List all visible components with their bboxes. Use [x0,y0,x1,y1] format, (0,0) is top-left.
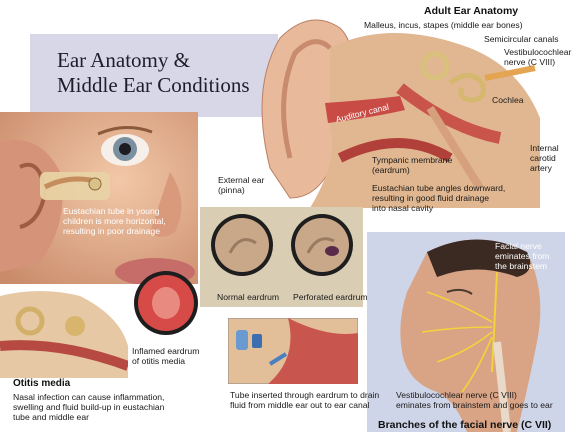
facial-line-1: Facial nerve [495,241,542,251]
ossicles-label: Malleus, incus, stapes (middle ear bones… [364,20,523,30]
eust-line-3: into nasal cavity [372,203,434,213]
ear-tube-label: Tube inserted through eardrum to drain f… [230,390,379,410]
tymp-line-1: Tympanic membrane [372,155,453,165]
otitis-body: Nasal infection can cause inflammation, … [13,392,164,422]
inflamed-eardrum-illustration [134,271,198,335]
title-line-2: Middle Ear Conditions [57,73,250,97]
child-label-1: Eustachian tube in young [63,206,160,216]
facial-line-2: eminates from [495,251,550,261]
tube-line-1: Tube inserted through eardrum to drain [230,390,380,400]
eustachian-adult-label: Eustachian tube angles downward, resulti… [372,183,505,213]
page-title: Ear Anatomy & Middle Ear Conditions [57,48,250,98]
adult-ear-heading: Adult Ear Anatomy [424,5,519,17]
ear-tube-illustration [228,318,358,384]
vestibulocochlear-label: Vestibulocochlear nerve (C VIII) [504,47,571,67]
semicircular-canals-label: Semicircular canals [484,34,559,44]
carotid-line-3: artery [530,163,552,173]
child-face-illustration [0,112,198,284]
vest-line-1: Vestibulocochlear [504,47,572,57]
carotid-line-1: Internal [530,143,559,153]
external-ear-label: External ear (pinna) [218,175,264,195]
otitis-line-3: tube and middle ear [13,412,89,422]
inflamed-line-2: of otitis media [132,356,186,366]
normal-eardrum-label: Normal eardrum [217,292,280,302]
adult-ear-illustration [261,19,540,208]
ext-line-2: (pinna) [218,185,245,195]
facial-nerve-label: Facial nerve eminates from the brainstem [495,241,549,271]
otitis-line-1: Nasal infection can cause inflammation, [13,392,165,402]
tube-line-2: fluid from middle ear out to ear canal [230,400,370,410]
child-label-3: resulting in poor drainage [63,226,160,236]
inflamed-eardrum-label: Inflamed eardrum of otitis media [132,346,199,366]
tympanic-label: Tympanic membrane (eardrum) [372,155,452,175]
perforated-eardrum-label: Perforated eardrum [293,292,368,302]
middle-ear-cross-section [0,291,128,378]
child-label-2: children is more horizontal, [63,216,166,226]
perforated-eardrum-illustration [291,214,353,276]
title-panel [30,34,278,117]
vest-facial-label: Vestibulocochlear nerve (C VIII) eminate… [396,390,553,410]
eust-line-1: Eustachian tube angles downward, [372,183,506,193]
cochlea-label: Cochlea [492,95,524,105]
facial-nerve-heading: Branches of the facial nerve (C VII) [378,419,552,431]
tymp-line-2: (eardrum) [372,165,410,175]
carotid-label: Internal carotid artery [530,143,559,173]
normal-eardrum-illustration [211,214,273,276]
carotid-line-2: carotid [530,153,556,163]
facial-line-3: the brainstem [495,261,548,271]
inflamed-line-1: Inflamed eardrum [132,346,200,356]
vest-facial-line-1: Vestibulocochlear nerve (C VIII) [396,390,517,400]
child-eustachian-label: Eustachian tube in young children is mor… [63,206,166,236]
vest-facial-line-2: eminates from brainstem and goes to ear [396,400,553,410]
title-line-1: Ear Anatomy & [57,48,190,72]
otitis-line-2: swelling and fluid build-up in eustachia… [13,402,165,412]
otitis-heading: Otitis media [13,378,71,389]
eust-line-2: resulting in good fluid drainage [372,193,490,203]
vest-line-2: nerve (C VIII) [504,57,556,67]
ext-line-1: External ear [218,175,265,185]
head-facial-nerve-illustration [400,239,541,432]
